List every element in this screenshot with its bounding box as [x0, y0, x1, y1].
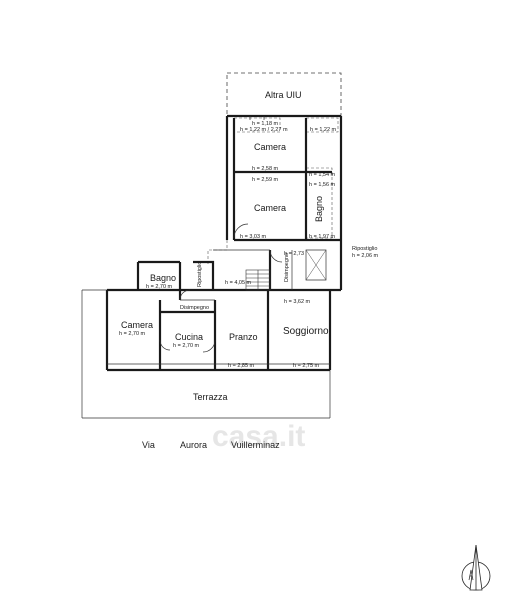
height-label: h = 1,22 m / 2,27 m [240, 127, 288, 133]
height-label: h = 4,05 m [225, 280, 252, 286]
height-label: h = 2,70 m [173, 343, 200, 349]
street-label-aurora: Aurora [180, 440, 207, 450]
height-label: h = 1,18 m [252, 121, 279, 127]
north-arrow-icon [461, 544, 491, 591]
stairs-icon [245, 269, 271, 291]
height-label: h = 2,70 m [119, 331, 146, 337]
watermark: casa.it [212, 420, 305, 453]
walls [105, 114, 343, 372]
height-label: h = 2,85 m [228, 363, 255, 369]
height-label: h = 1,97 m [309, 234, 336, 240]
height-label: h = 1,56 m [309, 182, 336, 188]
room-label-disimpegno-left: Disimpegno [180, 305, 209, 311]
room-label-bagno-left: Bagno [150, 273, 176, 283]
height-label: h = 3,03 m [240, 234, 267, 240]
room-label-terrazza: Terrazza [193, 392, 228, 402]
room-label-disimpegno-right: Disimpegno [284, 253, 290, 282]
height-label: h = 2,73 [284, 251, 304, 257]
height-label: h = 1,54 m [309, 172, 336, 178]
room-label-cucina: Cucina [175, 332, 203, 342]
height-label: h = 2,58 m [252, 166, 279, 172]
room-label-camera-top: Camera [254, 142, 286, 152]
height-label: h = 2,06 m [352, 253, 379, 259]
ripostiglio-cross [305, 249, 327, 281]
room-label-altra-uiu: Altra UIU [265, 90, 302, 100]
room-label-ripostiglio-small: Ripostiglio [197, 262, 203, 287]
room-label-ripostiglio: Ripostiglio [352, 246, 377, 252]
room-label-camera-mid: Camera [254, 203, 286, 213]
height-label: h = 2,70 m [146, 284, 173, 290]
height-label: h = 2,59 m [252, 177, 279, 183]
height-label: h = 2,75 m [293, 363, 320, 369]
height-label: h = 3,62 m [284, 299, 311, 305]
details [81, 116, 331, 419]
room-label-pranzo: Pranzo [229, 332, 258, 342]
height-label: h = 1,22 m [310, 127, 337, 133]
room-label-bagno-right: Bagno [314, 196, 324, 222]
street-label-vuillerminaz: Vuillerminaz [231, 440, 280, 450]
room-label-soggiorno: Soggiorno [283, 326, 329, 337]
room-label-camera-left: Camera [121, 320, 153, 330]
street-label-via: Via [142, 440, 155, 450]
